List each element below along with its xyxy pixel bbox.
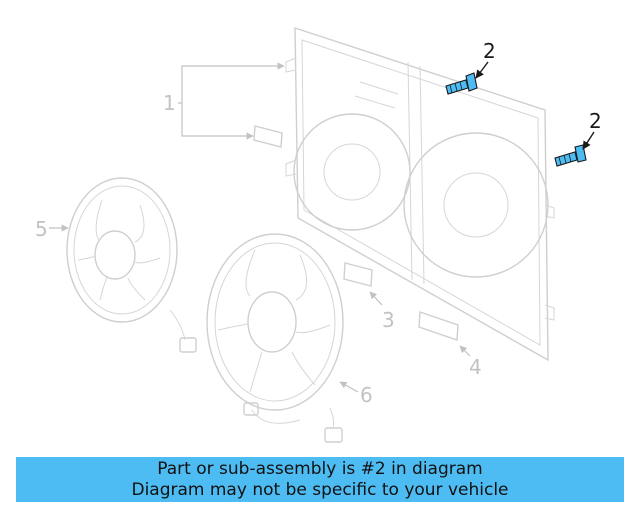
part-4	[418, 311, 459, 341]
callout-2-upper-group: 2	[475, 39, 496, 79]
callout-4-group: 4	[459, 345, 482, 379]
callout-2-upper: 2	[483, 39, 496, 63]
part-3	[343, 262, 373, 287]
callout-4: 4	[469, 355, 482, 379]
info-banner: Part or sub-assembly is #2 in diagram Di…	[16, 457, 624, 502]
fan-shroud	[285, 27, 555, 362]
bolt-lower	[554, 144, 587, 167]
callout-1-group: 1	[163, 62, 285, 140]
callout-3-group: 3	[369, 291, 395, 332]
callout-5-group: 5	[35, 217, 69, 241]
shroud-insert	[253, 125, 283, 148]
bolt-upper	[445, 72, 478, 95]
banner-line-2: Diagram may not be specific to your vehi…	[131, 479, 509, 500]
callout-5: 5	[35, 217, 48, 241]
callout-6-group: 6	[339, 381, 373, 407]
callout-1: 1	[163, 91, 176, 115]
callout-2-lower: 2	[589, 109, 602, 133]
fan-5	[66, 177, 197, 353]
fan-6	[206, 233, 344, 443]
callout-6: 6	[360, 383, 373, 407]
parts-diagram: 1 2 2 3 4 5	[35, 27, 602, 443]
banner-line-1: Part or sub-assembly is #2 in diagram	[157, 458, 483, 479]
callout-2-lower-group: 2	[582, 109, 602, 150]
callout-3: 3	[382, 308, 395, 332]
